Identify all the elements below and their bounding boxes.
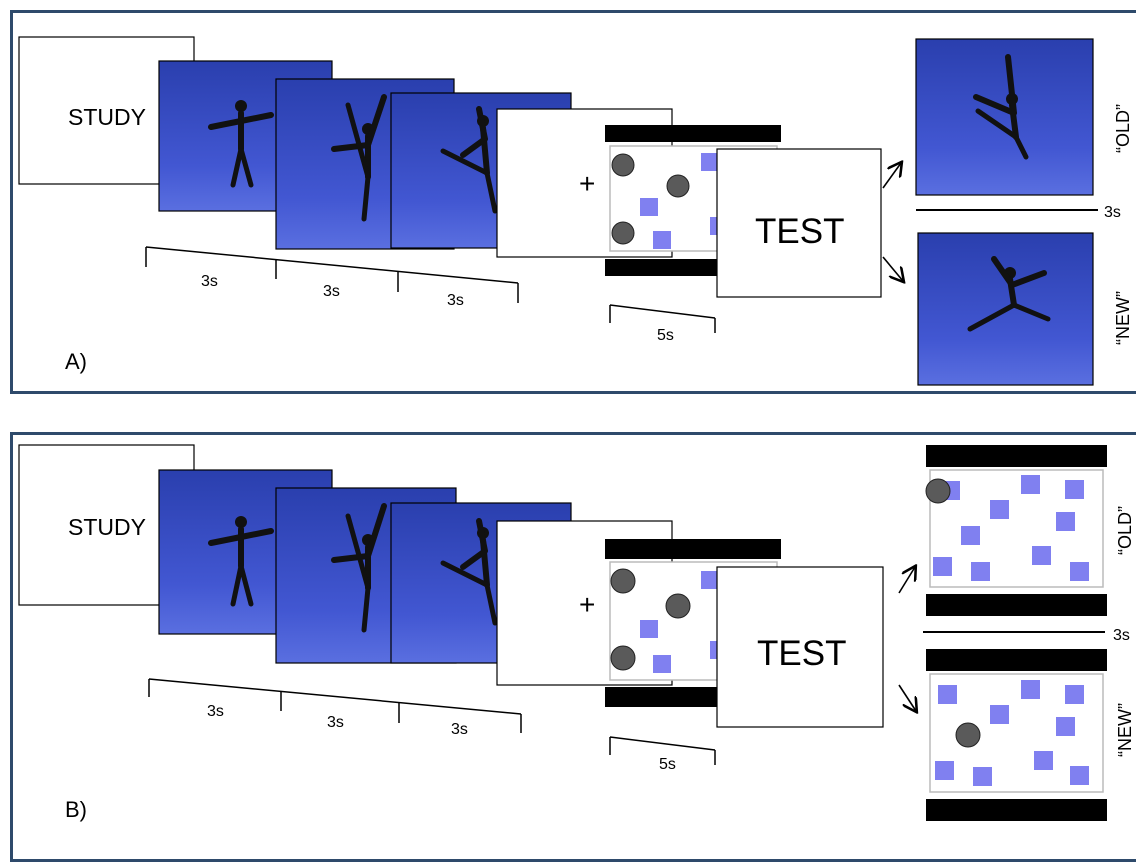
fixation-cross: + [579, 589, 595, 620]
duration-label-2: 3s [327, 714, 344, 731]
fixation-cross: + [579, 168, 595, 199]
study-timeline [145, 246, 519, 303]
pattern-dots [610, 568, 691, 671]
response-old: “OLD” [1115, 506, 1135, 555]
arrow-old [882, 163, 901, 189]
dancer-figure [208, 516, 274, 607]
duration-label-3: 3s [447, 292, 464, 309]
arrow-new [898, 684, 916, 711]
dancer-figure [973, 54, 1029, 160]
study-label: STUDY [68, 104, 146, 130]
dancer-figure [440, 518, 498, 626]
delay-label: 5s [659, 756, 676, 773]
dancer-figure [331, 503, 387, 633]
test-card: TEST [716, 566, 884, 728]
panel-label: B) [65, 797, 87, 822]
dancer-figure [440, 106, 498, 214]
arrow-new [882, 256, 903, 281]
arrow-old [898, 567, 915, 594]
duration-label-3: 3s [451, 721, 468, 738]
dancer-figure [208, 100, 274, 188]
dancer-figure [967, 256, 1051, 332]
response-old: “OLD” [1113, 104, 1133, 153]
test-card: TEST [716, 148, 882, 298]
test-duration-label: 3s [1113, 627, 1130, 644]
test-image-new [917, 232, 1094, 386]
pattern-dot [955, 722, 981, 748]
panel-b: STUDY + [10, 432, 1136, 862]
dancer-figure [331, 94, 387, 222]
pattern-dots [611, 153, 690, 245]
pattern-squares [935, 680, 1089, 786]
duration-label-1: 3s [207, 703, 224, 720]
delay-timeline [609, 304, 716, 333]
panel-label: A) [65, 349, 87, 374]
test-image-old [915, 38, 1094, 196]
test-label: TEST [757, 634, 846, 673]
test-pattern-new [926, 649, 1107, 821]
study-timeline [148, 678, 522, 733]
test-pattern-old [925, 445, 1107, 616]
study-label: STUDY [68, 514, 146, 540]
response-new: “NEW” [1115, 703, 1135, 757]
delay-timeline [609, 736, 716, 765]
duration-label-1: 3s [201, 273, 218, 290]
response-new: “NEW” [1113, 291, 1133, 345]
panel-a: STUDY + [10, 10, 1136, 394]
test-duration-label: 3s [1104, 204, 1121, 221]
pattern-dot [925, 478, 951, 504]
test-label: TEST [755, 212, 844, 251]
delay-label: 5s [657, 327, 674, 344]
duration-label-2: 3s [323, 283, 340, 300]
